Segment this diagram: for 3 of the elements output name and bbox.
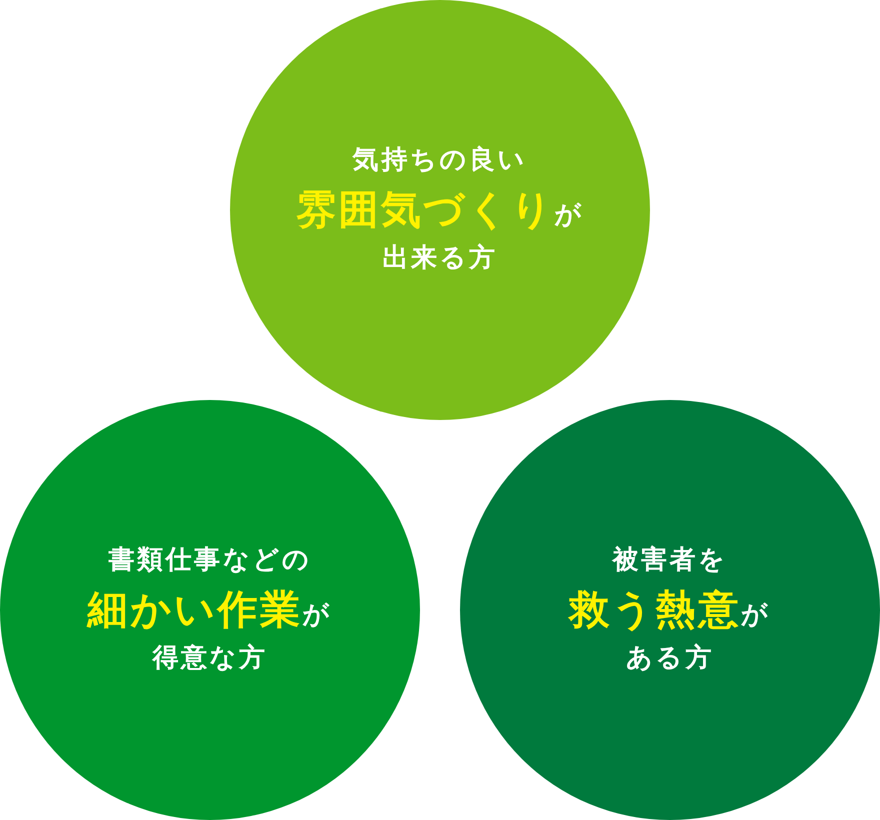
circle-text: 気持ちの良い雰囲気づくりが出来る方 xyxy=(294,144,586,275)
circle-text: 書類仕事などの細かい作業が得意な方 xyxy=(86,544,334,675)
circle-text: 被害者を救う熱意がある方 xyxy=(567,544,772,675)
